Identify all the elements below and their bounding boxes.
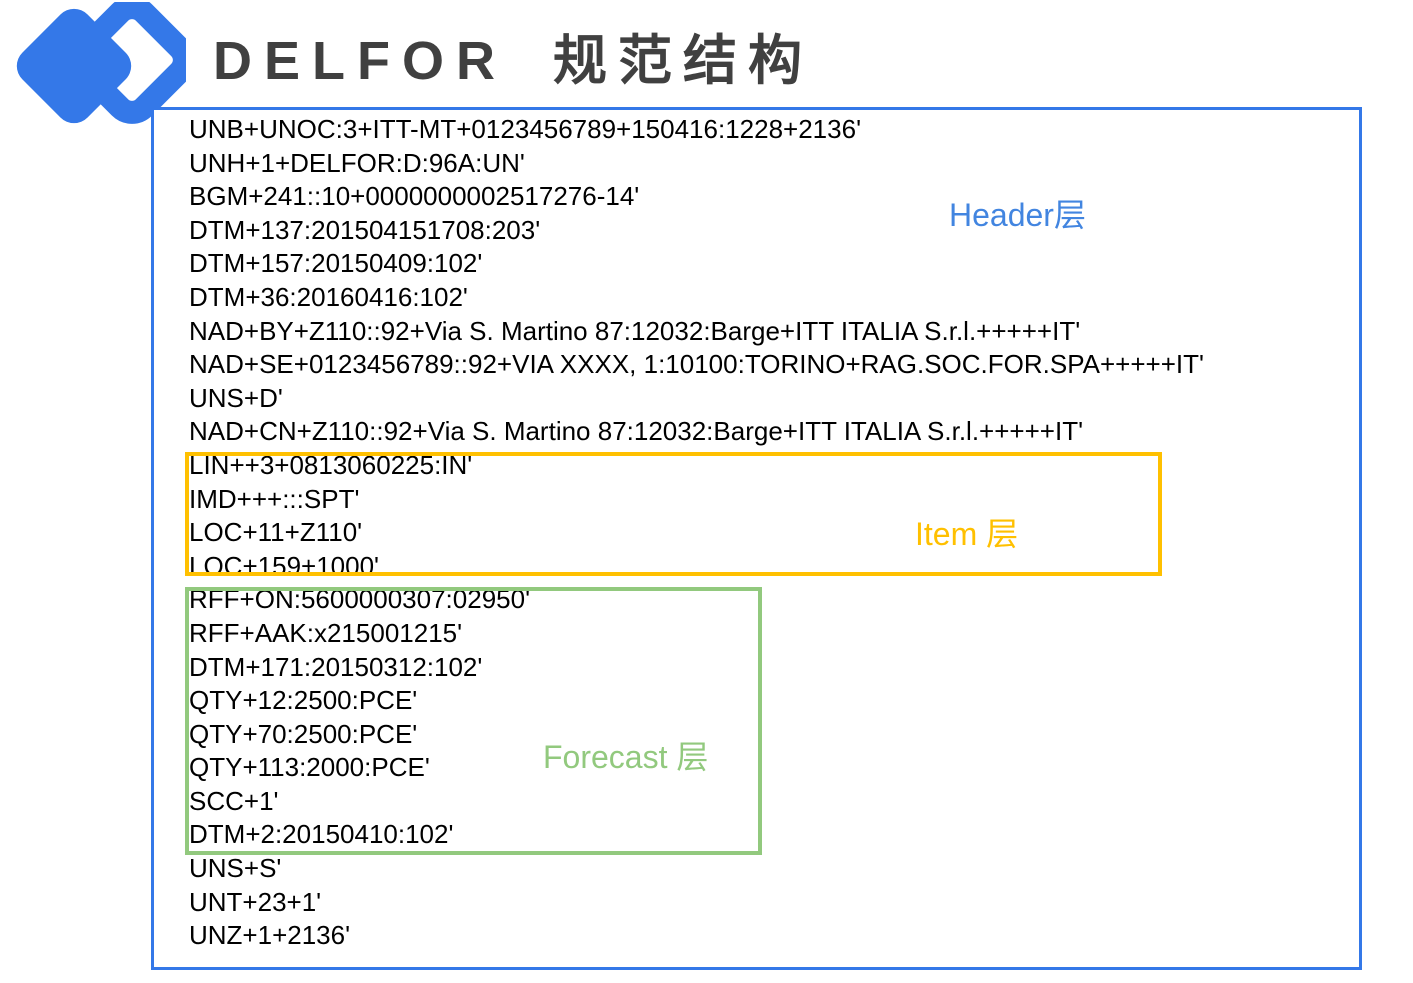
edi-line: UNH+1+DELFOR:D:96A:UN' [189,147,525,178]
edi-line: UNZ+1+2136' [189,920,351,951]
edi-line: DTM+157:20150409:102' [189,248,483,279]
logo-filled-diamond [16,8,132,124]
edi-line: LOC+11+Z110' [189,517,363,548]
edi-line: DTM+2:20150410:102' [189,819,454,850]
edi-line: NAD+BY+Z110::92+Via S. Martino 87:12032:… [189,315,1081,346]
edi-line: NAD+CN+Z110::92+Via S. Martino 87:12032:… [189,416,1084,447]
forecast-layer-label: Forecast 层 [543,739,709,775]
edi-line: DTM+36:20160416:102' [189,281,468,312]
edi-line: DTM+137:201504151708:203' [189,214,541,245]
edi-line: QTY+113:2000:PCE' [189,752,430,783]
edi-line: DTM+171:20150312:102' [189,651,483,682]
edi-line: UNS+D' [189,382,283,413]
item-layer-label: Item 层 [915,516,1019,552]
page-title-latin: DELFOR [213,31,507,91]
edi-line: UNS+S' [189,853,282,884]
edi-line: UNT+23+1' [189,886,322,917]
edi-message-body: UNB+UNOC:3+ITT-MT+0123456789+150416:1228… [189,113,1369,953]
page-title-cjk: 规范结构 [553,31,813,91]
edi-line: SCC+1' [189,785,279,816]
edi-line: LIN++3+0813060225:IN' [189,449,473,480]
edi-line: RFF+ON:5600000307:02950' [189,584,531,615]
edi-line: QTY+70:2500:PCE' [189,718,418,749]
edi-line: UNB+UNOC:3+ITT-MT+0123456789+150416:1228… [189,114,862,144]
edi-line: QTY+12:2500:PCE' [189,685,418,716]
overlapping-diamonds-logo-icon [16,0,196,124]
edi-line: NAD+SE+0123456789::92+VIA XXXX, 1:10100:… [189,349,1204,380]
page-title: DELFOR 规范结构 [213,25,813,97]
edi-line: IMD+++:::SPT' [189,483,360,514]
header-layer-label: Header层 [949,197,1086,233]
edi-line: LOC+159+1000' [189,550,380,581]
edi-line: BGM+241::10+0000000002517276-14' [189,181,640,212]
edi-line: RFF+AAK:x215001215' [189,617,463,648]
app-logo [6,0,196,134]
